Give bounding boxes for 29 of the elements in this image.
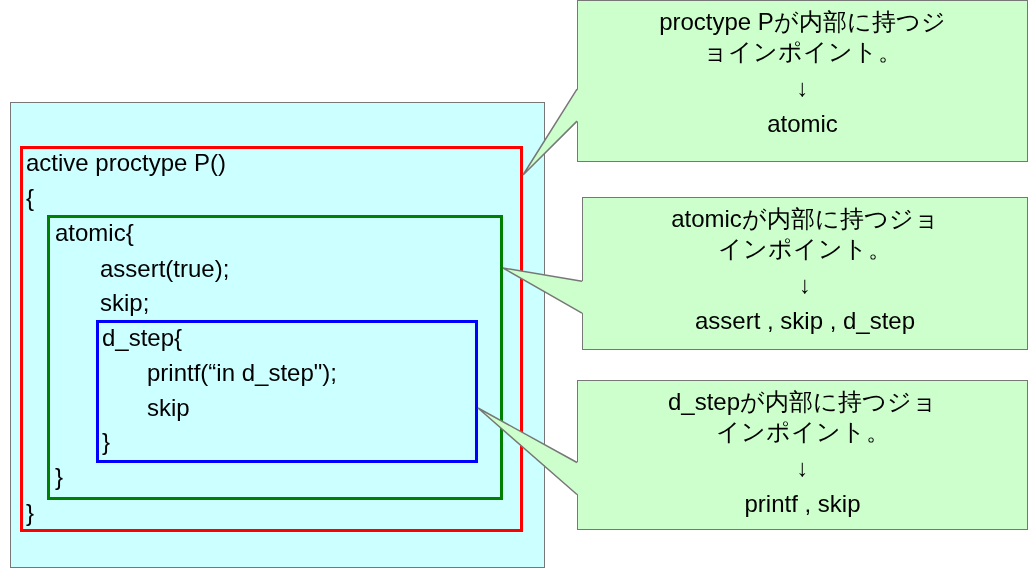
callout-text: proctype Pが内部に持つジョインポイント。 [658, 7, 947, 67]
code-line: assert(true); [100, 255, 230, 283]
callout-pointer [522, 88, 578, 176]
code-line: skip; [100, 289, 150, 317]
callout-text: ↓ [795, 73, 810, 103]
callout-pointer [477, 407, 578, 496]
code-line: } [26, 499, 34, 527]
code-line: atomic{ [55, 219, 134, 247]
callout-text: assert , skip , d_step [693, 306, 917, 336]
callout-text: atomic [766, 109, 839, 139]
code-line: } [102, 428, 110, 456]
callout-text: printf , skip [743, 489, 862, 519]
callout-pointer [502, 267, 583, 314]
callout-text: ↓ [798, 270, 812, 300]
callout-text: ↓ [795, 453, 810, 483]
callout-text: atomicが内部に持つジョインポイント。 [670, 204, 940, 264]
atomic-frame [47, 215, 503, 500]
callout-box [577, 0, 1028, 162]
d-step-frame [96, 320, 478, 463]
code-line: { [26, 184, 34, 212]
code-line: printf(“in d_step"); [147, 359, 337, 387]
callout-box [582, 197, 1028, 350]
code-line: d_step{ [102, 324, 183, 352]
code-line: active proctype P() [26, 149, 227, 177]
proctype-frame [20, 146, 523, 532]
code-line: skip [147, 394, 190, 422]
callout-text: d_stepが内部に持つジョインポイント。 [666, 387, 939, 447]
code-panel [10, 102, 545, 568]
code-line: } [55, 463, 63, 491]
